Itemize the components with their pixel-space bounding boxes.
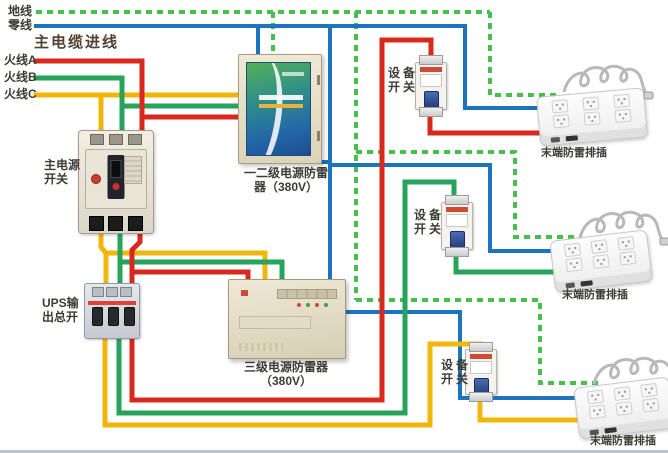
- device-switch-2-label: 设备 开关: [414, 208, 445, 236]
- main-breaker-device: [78, 130, 154, 234]
- device-switch-3-label: 设备 开关: [441, 358, 472, 386]
- device-switch-1: [415, 55, 447, 117]
- ups-breaker-toggle: [124, 307, 135, 326]
- mcb-brand-strip: [420, 67, 442, 72]
- ups-breaker-terminals: [85, 284, 139, 297]
- main-breaker-toggle: [107, 155, 125, 199]
- ground-wire: [36, 10, 600, 385]
- main-breaker-indicator: [91, 174, 101, 184]
- neutral-bus-label: 零线: [8, 18, 33, 32]
- spd3-logo: [241, 290, 248, 296]
- live-c-label: 火线C: [4, 87, 37, 101]
- main-switch-label: 主电源 开关: [44, 158, 81, 186]
- neutral-wire: [34, 24, 602, 400]
- live-a-wire: [33, 37, 563, 403]
- ups-breaker-toggle: [108, 307, 119, 326]
- device-switch-1-label: 设备 开关: [388, 66, 419, 94]
- mcb-label-sticker: [470, 361, 492, 374]
- ups-breaker-device: [84, 283, 140, 339]
- mcb-label-sticker: [420, 74, 442, 87]
- main-breaker-face: [85, 149, 147, 209]
- outlet-strip-3: [573, 376, 668, 440]
- spd3-vent: [239, 343, 283, 351]
- mcb-brand-strip: [470, 354, 492, 359]
- tertiary-spd-cabinet: [228, 279, 346, 359]
- mcb-toggle: [449, 231, 465, 248]
- live-b-label: 火线B: [4, 70, 37, 84]
- live-b-wire: [33, 75, 583, 416]
- spd3-terminal-strip: [277, 289, 337, 299]
- window-bottom-edge: [0, 450, 668, 453]
- outlet-strip-1-label: 末端防雷排插: [541, 147, 607, 159]
- spd3-indicator-leds: [297, 303, 301, 307]
- ups-switch-label: UPS输 出总开: [42, 296, 79, 324]
- ground-bus-label: 地线: [8, 4, 33, 18]
- live-a-label: 火线A: [4, 53, 37, 67]
- cabinet-hinge: [317, 75, 320, 85]
- outlet-strip-3-label: 末端防雷排插: [590, 435, 656, 447]
- strip-ports: [550, 135, 578, 143]
- panel-model-strip: [259, 104, 303, 108]
- main-breaker-top-terminals: [79, 131, 153, 145]
- tertiary-spd-label: 三级电源防雷器 （380V）: [243, 360, 328, 388]
- mcb-toggle: [423, 91, 439, 108]
- panel-title-strip: [259, 95, 303, 100]
- mcb-brand-strip: [446, 207, 468, 212]
- ups-breaker-toggle: [92, 307, 103, 326]
- device-switch-2: [441, 195, 473, 257]
- outlet-strip-2-label: 末端防雷排插: [562, 289, 628, 301]
- outlet-strip-1: [536, 87, 648, 147]
- panel-swoosh: [247, 63, 291, 155]
- ups-breaker-red-stripe: [88, 301, 136, 305]
- main-breaker-bottom-terminals: [79, 216, 153, 231]
- panel-indicators: [282, 72, 304, 76]
- device-switch-3: [465, 342, 497, 402]
- primary-spd-front-panel: [246, 62, 311, 156]
- spd3-label-plate: [239, 316, 311, 329]
- outlet-grid: [537, 88, 645, 129]
- main-breaker-rating-panel: [124, 156, 142, 184]
- primary-spd-label: 一二级电源防雷 器（380V）: [243, 166, 328, 194]
- mcb-toggle: [473, 378, 489, 395]
- primary-spd-cabinet: [238, 54, 322, 164]
- main-cable-label: 主电缆进线: [34, 34, 120, 51]
- mcb-label-sticker: [446, 214, 468, 227]
